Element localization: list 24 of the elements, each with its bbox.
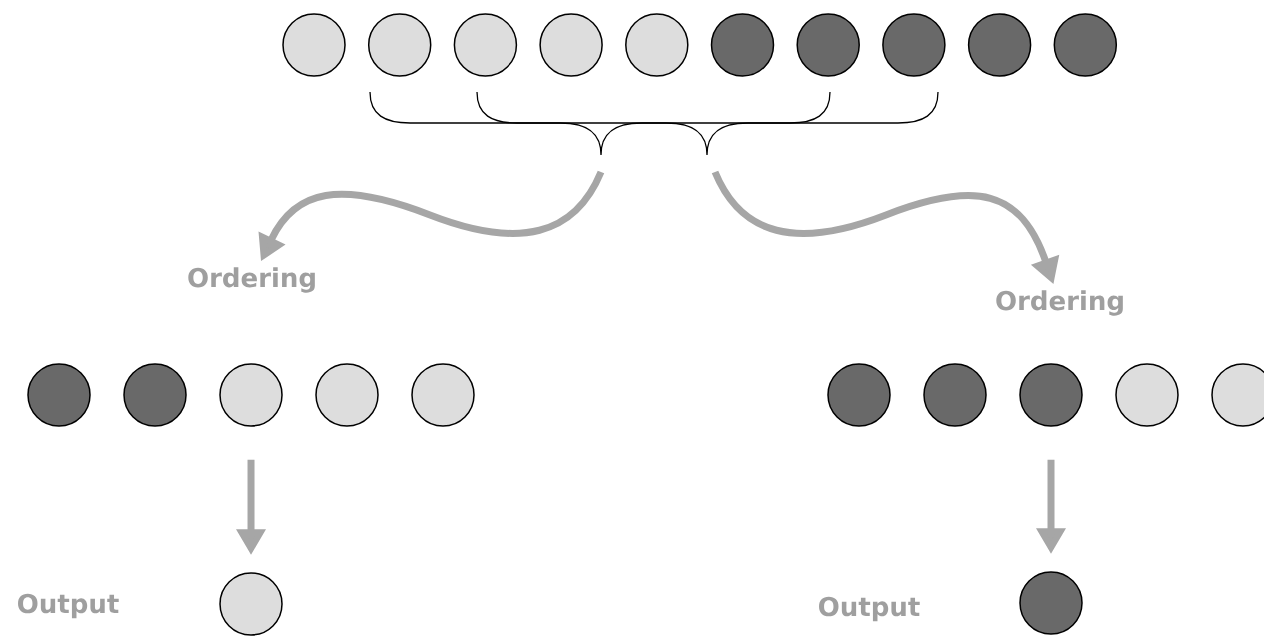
circle (27, 363, 91, 427)
circle (827, 363, 891, 427)
circle (625, 13, 689, 77)
circle (315, 363, 379, 427)
circle (123, 363, 187, 427)
circle (453, 13, 518, 77)
circle (367, 13, 432, 77)
step-label: Ordering (188, 267, 315, 293)
circle (1053, 13, 1118, 77)
output-label: Output (18, 593, 119, 619)
circle (923, 363, 987, 427)
circle (282, 13, 346, 77)
circle (882, 13, 946, 77)
circle (1115, 363, 1179, 427)
output-label: Output (819, 596, 920, 622)
circle (539, 13, 603, 77)
circle (710, 13, 775, 77)
circle (1019, 363, 1083, 427)
step-label: Ordering (996, 290, 1123, 316)
circle (967, 13, 1032, 77)
circle (411, 363, 475, 427)
circle (796, 13, 860, 77)
circle (219, 363, 283, 427)
circle (1211, 363, 1264, 427)
